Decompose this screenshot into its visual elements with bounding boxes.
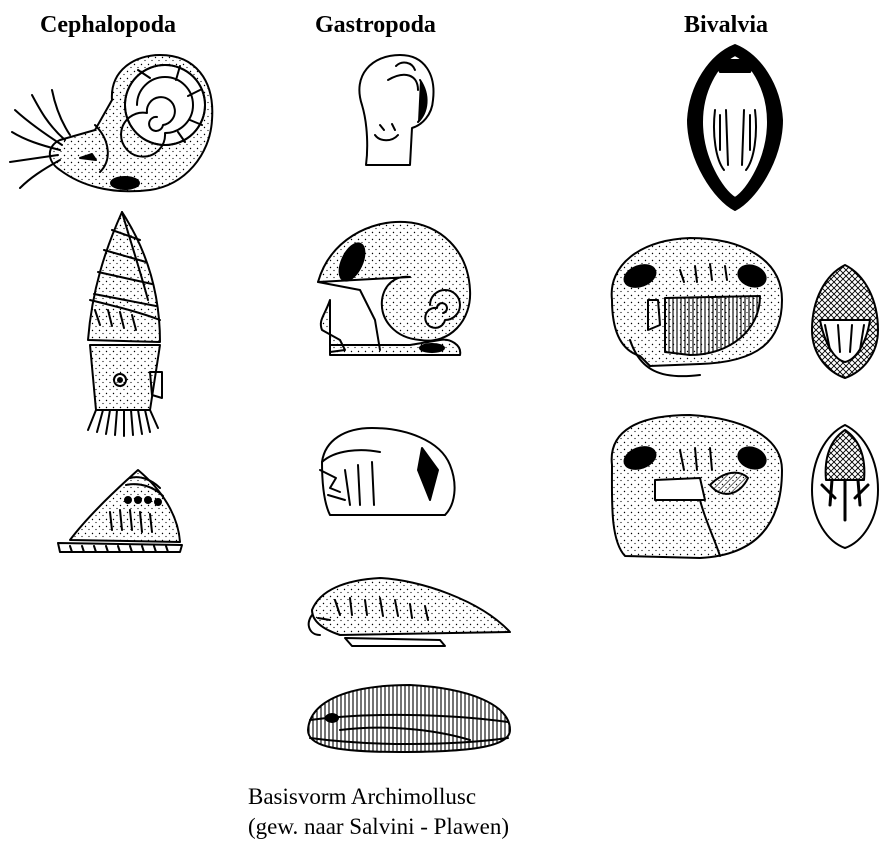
archimollusc-drawing xyxy=(308,685,510,752)
cap-cephalopod-drawing xyxy=(58,470,182,552)
limpet-gastropod-drawing xyxy=(320,428,455,515)
bivalve-side-drawing-2 xyxy=(612,415,782,558)
caption-line-1: Basisvorm Archimollusc xyxy=(248,782,509,812)
bivalve-side-drawing-1 xyxy=(612,238,782,376)
bivalve-front-drawing-1 xyxy=(812,265,878,378)
figure-caption: Basisvorm Archimollusc (gew. naar Salvin… xyxy=(248,782,509,842)
squid-drawing xyxy=(88,212,162,436)
coiled-gastropod-drawing xyxy=(318,222,470,355)
small-snail-drawing xyxy=(359,55,433,165)
caption-line-2: (gew. naar Salvini - Plawen) xyxy=(248,812,509,842)
bivalve-section-drawing xyxy=(688,45,782,210)
elongated-gastropod-drawing xyxy=(309,578,510,646)
nautilus-drawing xyxy=(10,55,212,191)
bivalve-front-drawing-2 xyxy=(812,425,878,548)
